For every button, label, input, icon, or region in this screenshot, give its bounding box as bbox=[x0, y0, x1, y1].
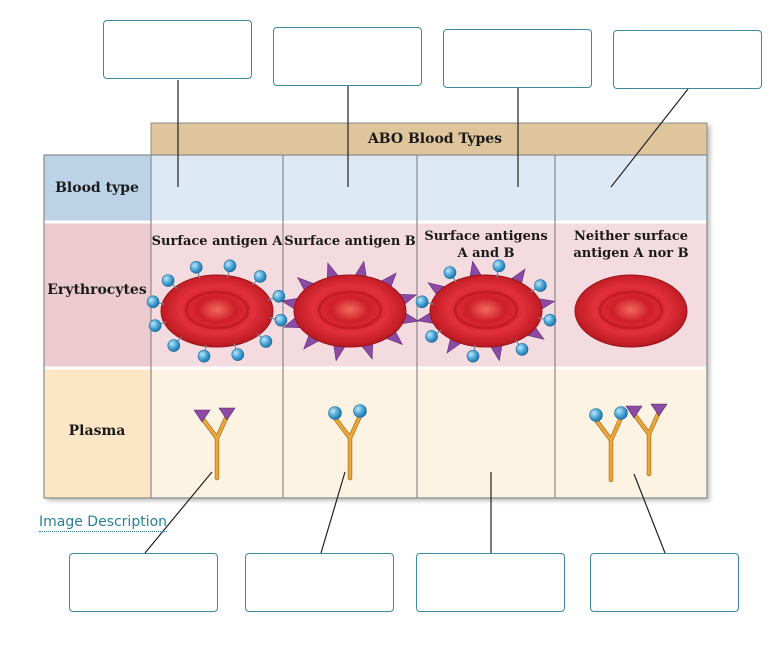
row-label-erythrocytes: Erythrocytes bbox=[47, 282, 147, 298]
red-blood-cell bbox=[293, 274, 407, 348]
antibody-y bbox=[594, 416, 623, 482]
blood-type-row-bg bbox=[151, 155, 707, 222]
title-band bbox=[150, 122, 708, 156]
antigen-a-sphere bbox=[259, 335, 273, 348]
erythrocyte-caption-line: antigen A nor B bbox=[573, 246, 688, 261]
antigen-a-sphere bbox=[253, 270, 267, 283]
antibody-y bbox=[333, 414, 362, 480]
antibody-site-a bbox=[589, 408, 603, 422]
plasma-col-1 bbox=[193, 407, 236, 481]
cell-center-ring bbox=[184, 290, 250, 330]
antibody-site-a bbox=[614, 406, 628, 420]
row-label-plasma: Plasma bbox=[69, 423, 126, 439]
erythrocyte-col-2: Surface antigen B bbox=[280, 234, 420, 362]
antigen-a-sphere bbox=[161, 274, 175, 287]
antigen-a-sphere bbox=[167, 339, 181, 352]
image-description-link[interactable]: Image Description bbox=[39, 514, 168, 532]
antibody-site-a bbox=[328, 406, 342, 420]
antigen-a-sphere bbox=[492, 259, 506, 273]
plasma-header-cell bbox=[44, 368, 151, 498]
erythrocyte-col-4: Neither surface antigen A nor B bbox=[573, 229, 689, 348]
table-title: ABO Blood Types bbox=[367, 131, 502, 147]
antigen-a-sphere bbox=[543, 313, 557, 327]
erythrocyte-col-3: Surface antigens A and B bbox=[415, 229, 557, 363]
erythrocyte-header-cell bbox=[44, 222, 151, 368]
antigen-a-sphere bbox=[189, 261, 203, 274]
antigen-a-sphere bbox=[274, 313, 288, 327]
antigen-a-sphere bbox=[223, 259, 237, 273]
antigen-a-sphere bbox=[534, 279, 547, 292]
erythrocyte-caption-line: Surface antigens bbox=[424, 229, 547, 244]
blood-type-header-cell bbox=[44, 155, 151, 222]
cell-center-ring bbox=[453, 290, 519, 330]
cell-center-ring bbox=[317, 290, 383, 330]
plasma-col-2 bbox=[328, 404, 367, 481]
row-label-blood-type: Blood type bbox=[55, 180, 139, 196]
cell-center-ring bbox=[598, 290, 664, 330]
bottom-label-box-4[interactable] bbox=[590, 553, 739, 612]
plasma-row-bg bbox=[151, 368, 707, 498]
plasma-col-4 bbox=[589, 403, 668, 483]
erythrocyte-col-1: Surface antigen A bbox=[146, 234, 288, 363]
antigen-a-sphere bbox=[466, 349, 480, 363]
antigen-a-sphere bbox=[197, 349, 211, 363]
antigen-a-sphere bbox=[146, 295, 160, 309]
antigen-a-sphere bbox=[272, 290, 286, 303]
antibody-site-b bbox=[650, 403, 668, 417]
red-blood-cell bbox=[429, 274, 543, 348]
antibody-y bbox=[632, 410, 661, 476]
antibody-site-b bbox=[218, 407, 236, 421]
antibody-y bbox=[200, 414, 229, 480]
antigen-a-sphere bbox=[415, 295, 429, 309]
erythrocyte-caption-line: Surface antigen A bbox=[152, 234, 284, 249]
erythrocyte-caption-line: A and B bbox=[456, 246, 514, 261]
bottom-label-box-3[interactable] bbox=[416, 553, 565, 612]
red-blood-cell bbox=[574, 274, 688, 348]
red-blood-cell bbox=[160, 274, 274, 348]
erythrocyte-caption-line: Neither surface bbox=[574, 229, 688, 244]
top-label-box-2[interactable] bbox=[273, 27, 422, 86]
bottom-label-box-1[interactable] bbox=[69, 553, 218, 612]
table-grid bbox=[44, 220, 707, 370]
antibody-site-a bbox=[353, 404, 367, 418]
antigen-a-sphere bbox=[443, 266, 457, 279]
top-label-box-3[interactable] bbox=[443, 29, 592, 88]
antigen-a-sphere bbox=[515, 343, 529, 356]
erythrocyte-caption-line: Surface antigen B bbox=[284, 234, 416, 249]
antigen-a-sphere bbox=[148, 319, 162, 332]
antibody-site-b bbox=[625, 405, 643, 419]
antigen-a-sphere bbox=[231, 348, 245, 361]
leader-lines bbox=[144, 80, 689, 554]
top-label-box-4[interactable] bbox=[613, 30, 762, 89]
antigen-a-sphere bbox=[425, 330, 438, 343]
bottom-label-box-2[interactable] bbox=[245, 553, 394, 612]
antibody-site-b bbox=[193, 409, 211, 423]
top-label-box-1[interactable] bbox=[103, 20, 252, 79]
